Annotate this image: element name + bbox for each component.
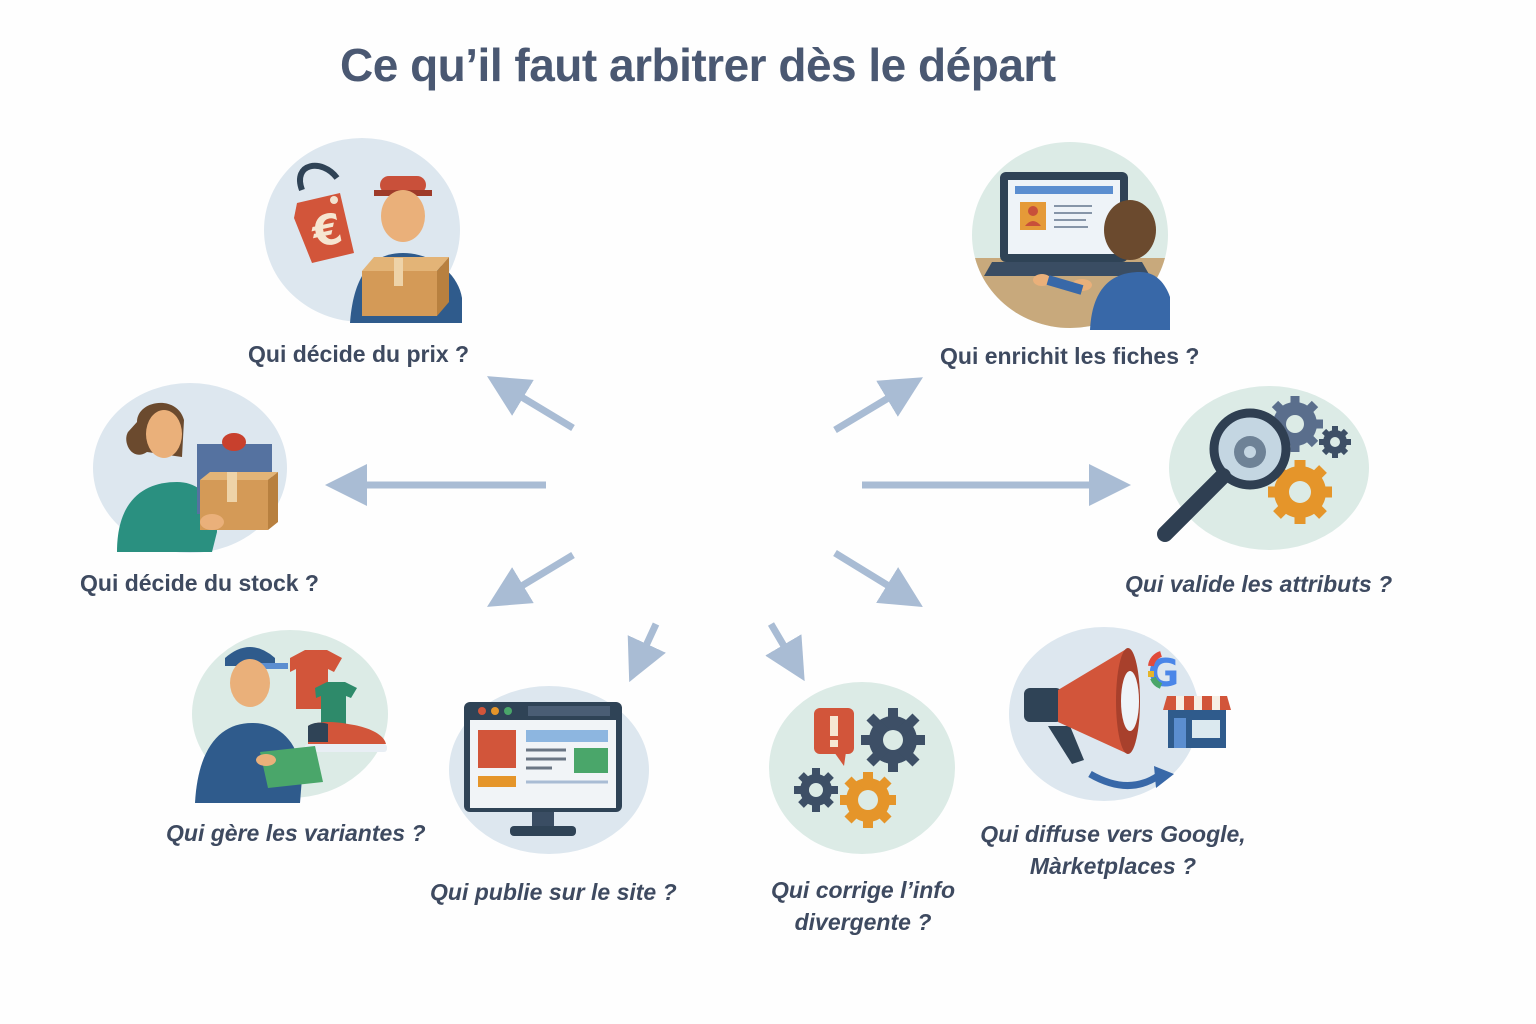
- person-with-clothing-variants-icon: [192, 630, 388, 803]
- node-site: Qui publie sur le site ?: [430, 684, 677, 905]
- node-stock: Qui décide du stock ?: [80, 382, 319, 596]
- label-attributs: Qui valide les attributs ?: [1125, 571, 1393, 597]
- node-diffusion: G Qui diffuse vers Google, Màrketplaces …: [980, 626, 1246, 879]
- arrow-to-site: [627, 622, 666, 683]
- arrow-to-info: [765, 622, 805, 682]
- node-fiches: Qui enrichit les fiches ?: [940, 140, 1199, 369]
- arrow-to-variantes: [487, 552, 575, 607]
- label-diffusion-line2: Màrketplaces ?: [1029, 853, 1197, 879]
- page-title: Ce qu’il faut arbitrer dès le départ: [340, 39, 1056, 91]
- node-info: Qui corrige l’info divergente ?: [768, 680, 956, 935]
- label-info: Qui corrige l’info divergente ?: [728, 874, 998, 938]
- website-monitor-icon: [449, 686, 649, 854]
- arrow-to-diffusion: [833, 550, 923, 607]
- person-at-laptop-icon: [972, 142, 1170, 330]
- label-stock: Qui décide du stock ?: [80, 570, 319, 596]
- label-info-line1: Qui corrige l’info: [770, 877, 955, 903]
- label-prix: Qui décide du prix ?: [248, 341, 470, 367]
- label-info-line2: divergente ?: [794, 909, 932, 935]
- magnifier-gears-icon: [1157, 386, 1369, 550]
- label-site: Qui publie sur le site ?: [430, 879, 677, 905]
- alert-gears-icon: [769, 682, 955, 854]
- arrow-to-fiches: [833, 377, 924, 434]
- label-variantes: Qui gère les variantes ?: [166, 820, 426, 846]
- label-diffusion: Qui diffuse vers Google, Màrketplaces ?: [948, 818, 1278, 882]
- arrow-to-prix: [487, 376, 575, 431]
- label-fiches: Qui enrichit les fiches ?: [940, 343, 1200, 369]
- node-prix: € Qui décide du prix ?: [248, 138, 469, 367]
- price-tag-delivery-person-icon: €: [264, 138, 462, 323]
- megaphone-google-store-icon: G: [1009, 627, 1231, 801]
- label-diffusion-line1: Qui diffuse vers Google,: [980, 821, 1246, 847]
- node-variantes: Qui gère les variantes ?: [166, 628, 426, 846]
- woman-holding-boxes-icon: [93, 383, 287, 553]
- node-attributs: Qui valide les attributs ?: [1125, 384, 1392, 597]
